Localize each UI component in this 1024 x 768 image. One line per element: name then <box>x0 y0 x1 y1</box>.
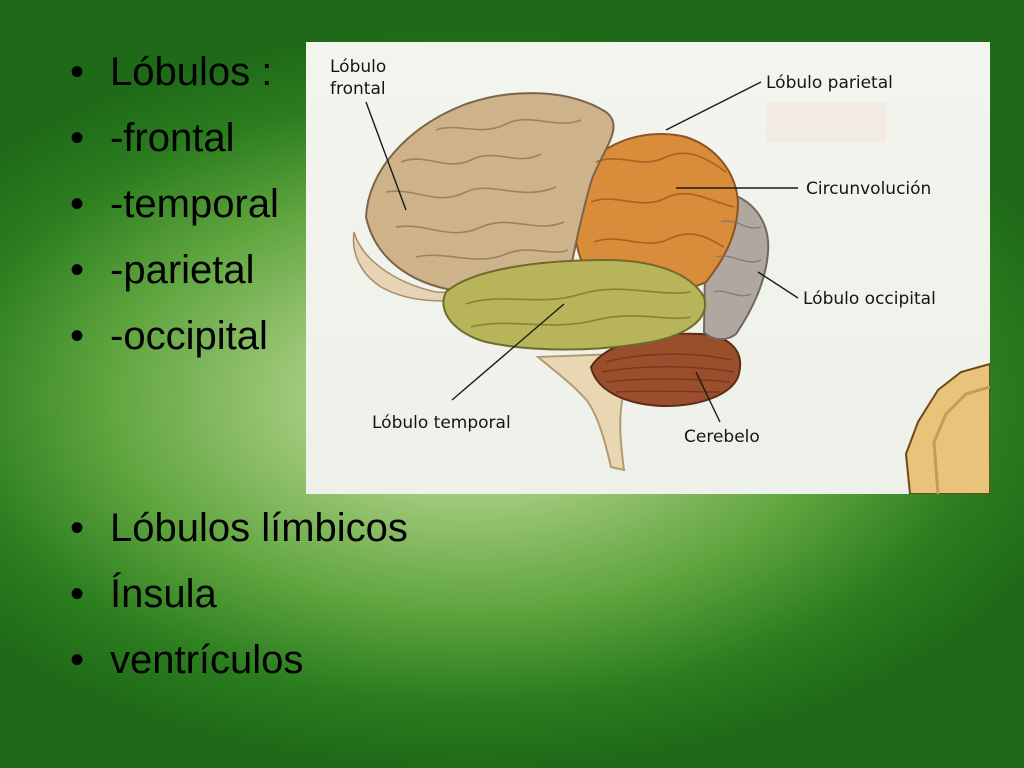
brain-diagram: Lóbulo frontal Lóbulo parietal Circunvol… <box>306 42 990 494</box>
bullet-occipital: -occipital <box>70 316 279 382</box>
label-lobulo-parietal: Lóbulo parietal <box>766 73 893 93</box>
temporal-lobe-shape <box>442 258 707 351</box>
bullet-insula: Ínsula <box>70 574 408 640</box>
label-lobulo-frontal-line1: Lóbulo <box>330 57 386 77</box>
bullet-ventriculos: ventrículos <box>70 640 408 706</box>
bullet-lobulos-heading: Lóbulos : <box>70 52 279 118</box>
label-lobulo-temporal: Lóbulo temporal <box>372 413 511 433</box>
label-circunvolucion: Circunvolución <box>806 179 931 199</box>
bullet-frontal: -frontal <box>70 118 279 184</box>
brain-illustration: Lóbulo frontal Lóbulo parietal Circunvol… <box>330 57 990 494</box>
bullet-parietal: -parietal <box>70 250 279 316</box>
label-cerebelo: Cerebelo <box>684 427 760 447</box>
label-lobulo-occipital: Lóbulo occipital <box>803 289 936 309</box>
lobes-bullet-list: Lóbulos : -frontal -temporal -parietal -… <box>70 52 279 382</box>
label-lobulo-frontal-line2: frontal <box>330 79 386 99</box>
leader-frontal <box>365 101 407 211</box>
bullet-temporal: -temporal <box>70 184 279 250</box>
leader-parietal <box>665 81 762 131</box>
leader-occipital <box>757 271 799 299</box>
leader-temporal <box>451 303 565 401</box>
bullet-lobulos-limbicos: Lóbulos límbicos <box>70 508 408 574</box>
leader-cerebelo <box>695 371 721 423</box>
extra-bullet-list: Lóbulos límbicos Ínsula ventrículos <box>70 508 408 706</box>
